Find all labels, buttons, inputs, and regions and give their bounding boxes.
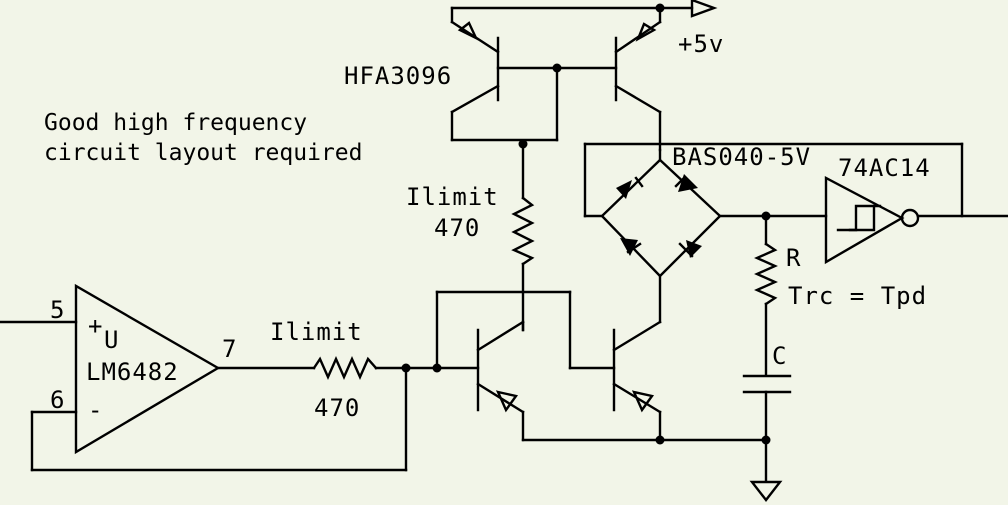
junction-dot <box>761 435 771 445</box>
pnp-emitter-arrow-icon <box>457 21 479 41</box>
rc-relation-label: Trc = Tpd <box>788 282 927 310</box>
junction-dot <box>655 3 665 13</box>
junction-dot <box>655 435 665 445</box>
r-limit-horizontal-value: 470 <box>314 394 360 422</box>
c-timing-label: C <box>772 342 787 370</box>
opamp-pin-noninv: 5 <box>50 296 65 324</box>
hysteresis-icon <box>848 204 876 232</box>
resistor-zigzag-icon <box>754 242 778 306</box>
r-limit-horizontal <box>312 356 411 380</box>
schmitt-inverter <box>824 176 1008 265</box>
junction-dot <box>401 363 411 373</box>
schmitt-inverter-label: 74AC14 <box>838 154 931 182</box>
supply-arrow-icon <box>690 0 718 18</box>
r-limit-vertical-name: Ilimit <box>406 183 499 211</box>
diode-bridge-label: BAS040-5V <box>672 143 811 171</box>
note-line-2: circuit layout required <box>44 140 363 166</box>
resistor-zigzag-icon <box>511 196 535 266</box>
opamp-minus-symbol: - <box>88 396 103 424</box>
opamp-label: LM6482 <box>86 358 179 386</box>
r-limit-horizontal-name: Ilimit <box>270 318 363 346</box>
rc-timing <box>742 214 792 502</box>
pnp-current-mirror <box>450 0 718 152</box>
npn-emitter-arrow-icon <box>631 390 655 413</box>
npn-pair <box>404 290 771 445</box>
diode-icon <box>616 180 632 199</box>
hysteresis-icon <box>836 204 882 232</box>
r-limit-vertical-value: 470 <box>434 214 480 242</box>
opamp-plus-symbol: + <box>88 312 103 340</box>
ground-icon <box>749 480 783 502</box>
r-limit-vertical <box>511 139 535 332</box>
opamp-pin-out: 7 <box>222 335 237 363</box>
diode-icon <box>620 238 638 256</box>
resistor-zigzag-icon <box>312 356 378 380</box>
note-line-1: Good high frequency <box>44 110 307 136</box>
pnp-emitter-arrow-icon <box>635 22 657 42</box>
supply-label: +5v <box>678 30 724 58</box>
opamp-u-symbol: U <box>104 326 119 354</box>
diode-bridge <box>583 142 964 324</box>
diode-icon <box>678 174 698 192</box>
r-timing-label: R <box>786 244 801 272</box>
npn-emitter-arrow-icon <box>495 390 519 413</box>
opamp <box>0 283 408 472</box>
opamp-pin-inv: 6 <box>50 386 65 414</box>
transistor-array-label: HFA3096 <box>344 62 452 90</box>
